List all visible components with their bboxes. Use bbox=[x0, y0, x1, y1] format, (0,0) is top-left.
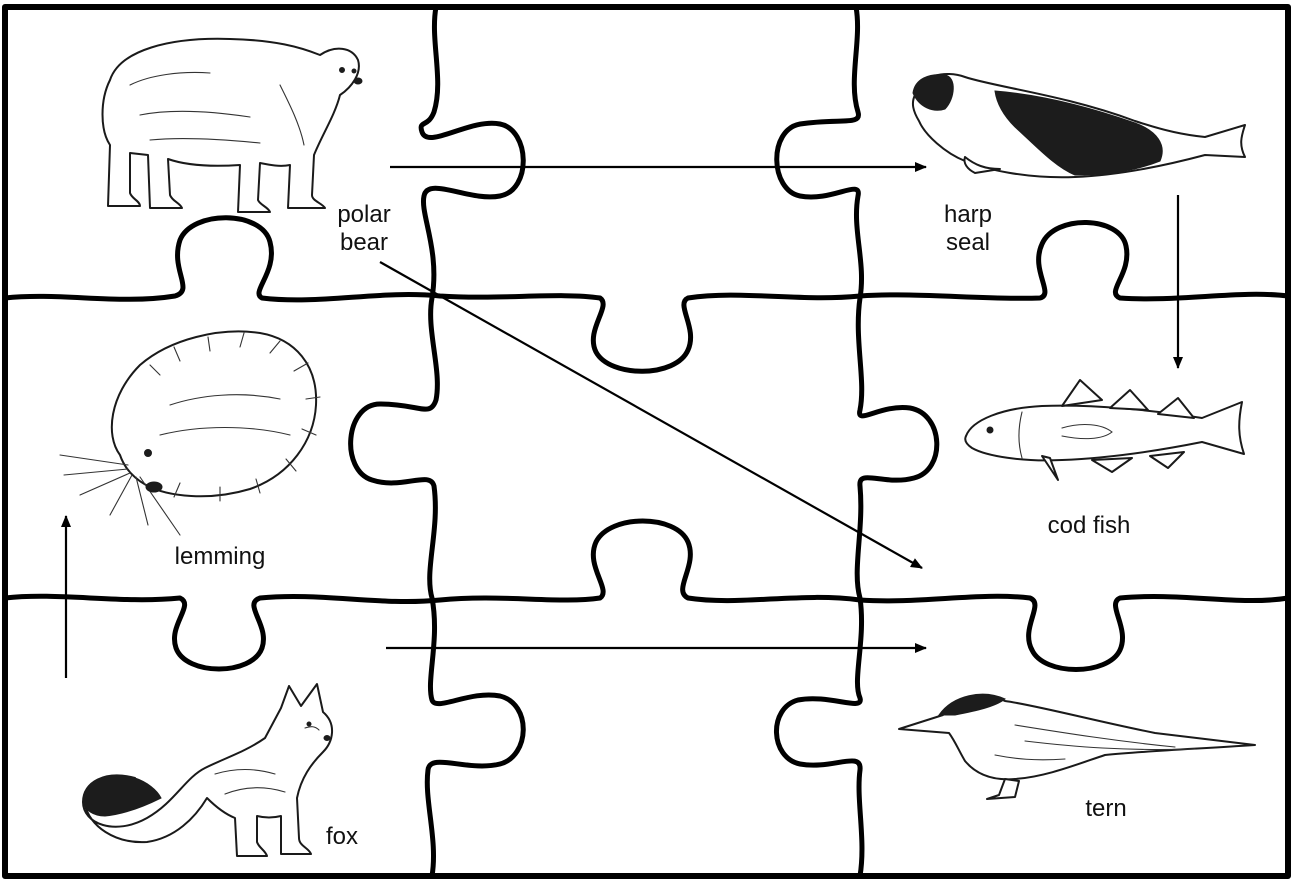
puzzle-cut-vertical-right bbox=[776, 7, 936, 876]
harp-seal-icon bbox=[913, 74, 1245, 177]
lemming-icon bbox=[60, 331, 320, 535]
label-polar-bear-line1: polar bbox=[337, 201, 390, 228]
label-polar-bear-line2: bear bbox=[340, 229, 388, 256]
label-harp-seal-line1: harp bbox=[944, 201, 992, 228]
arctic-fox-icon bbox=[83, 684, 332, 856]
label-harp-seal-line2: seal bbox=[946, 229, 990, 256]
label-lemming: lemming bbox=[175, 543, 266, 570]
label-tern: tern bbox=[1085, 795, 1126, 822]
tern-icon bbox=[899, 694, 1255, 799]
label-cod-fish: cod fish bbox=[1048, 512, 1131, 539]
cod-fish-icon bbox=[965, 380, 1244, 480]
polar-bear-icon bbox=[103, 39, 363, 212]
label-fox: fox bbox=[326, 823, 358, 850]
puzzle-cut-vertical-left bbox=[351, 7, 524, 876]
